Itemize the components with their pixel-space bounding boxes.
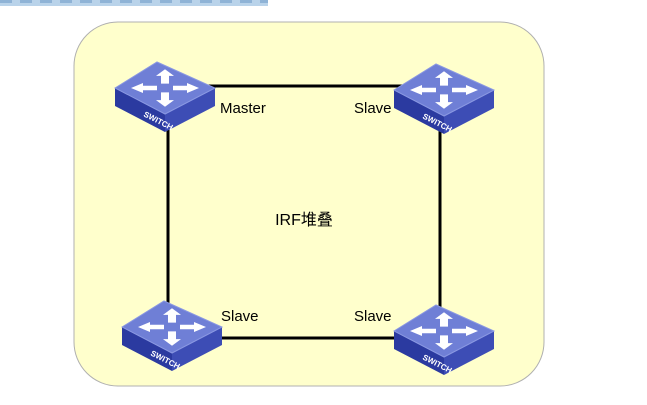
role-label-bottom-right: Slave (354, 308, 392, 325)
top-banner-strip (0, 0, 268, 6)
irf-stack-label: IRF堆叠 (275, 211, 333, 229)
top-banner-dots (0, 0, 268, 3)
role-label-top-right: Slave (354, 100, 392, 117)
role-label-top-left: Master (220, 100, 266, 117)
role-label-bottom-left: Slave (221, 308, 259, 325)
